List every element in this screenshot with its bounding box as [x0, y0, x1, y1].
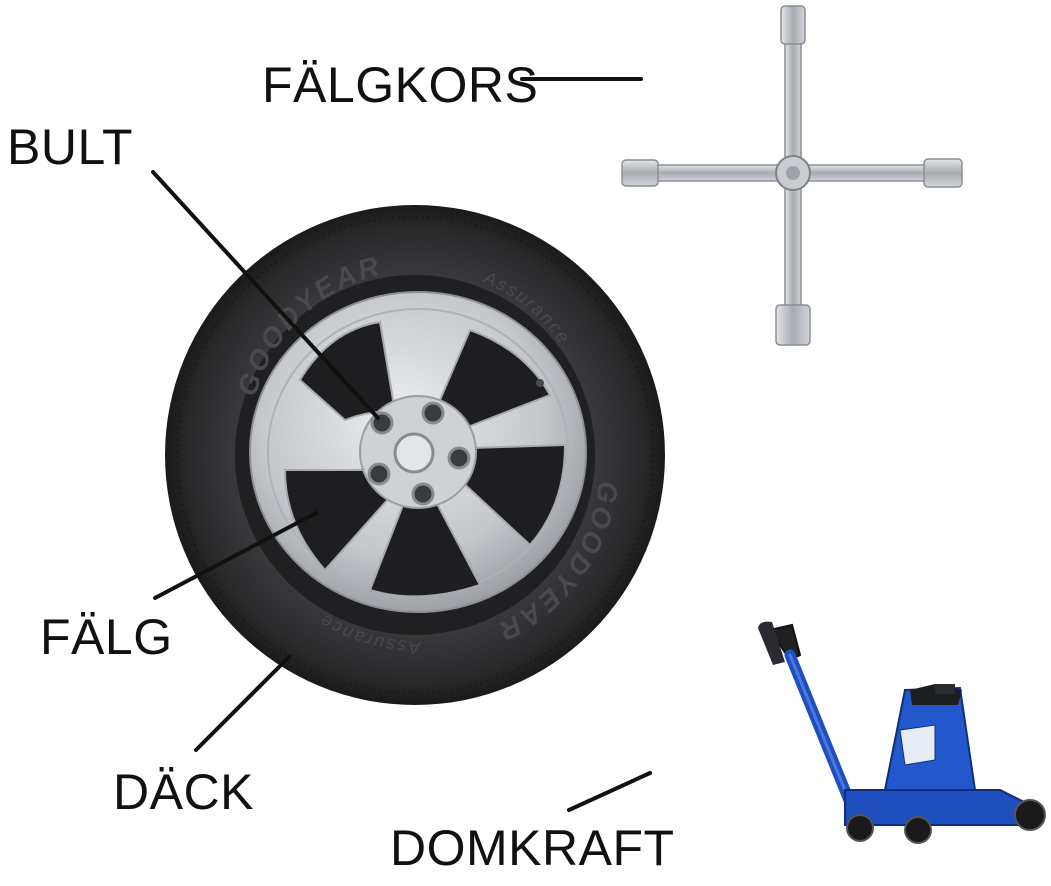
wheel: GOODYEAR Assurance GOODYEAR Assurance [165, 205, 665, 705]
lug-bolt [421, 401, 445, 425]
leader-line-bult [151, 170, 380, 420]
lug-bolt [447, 446, 471, 470]
center-cap [393, 432, 435, 474]
leader-line-domkraft [567, 771, 652, 812]
leader-line-falg [153, 511, 318, 600]
leader-lines [151, 77, 652, 812]
lug-bolt [411, 482, 435, 506]
lug-bolt [367, 462, 391, 486]
label-falgkors: FÄLGKORS [262, 57, 539, 113]
label-falg: FÄLG [40, 609, 173, 665]
floor-jack [758, 621, 1046, 844]
label-bult: BULT [7, 119, 134, 175]
lug-bolts [367, 379, 544, 506]
leader-line-dack [194, 655, 291, 752]
label-domkraft: DOMKRAFT [390, 820, 675, 876]
label-dack: DÄCK [113, 764, 254, 820]
lug-wrench [621, 5, 963, 346]
valve-stem [536, 379, 544, 387]
